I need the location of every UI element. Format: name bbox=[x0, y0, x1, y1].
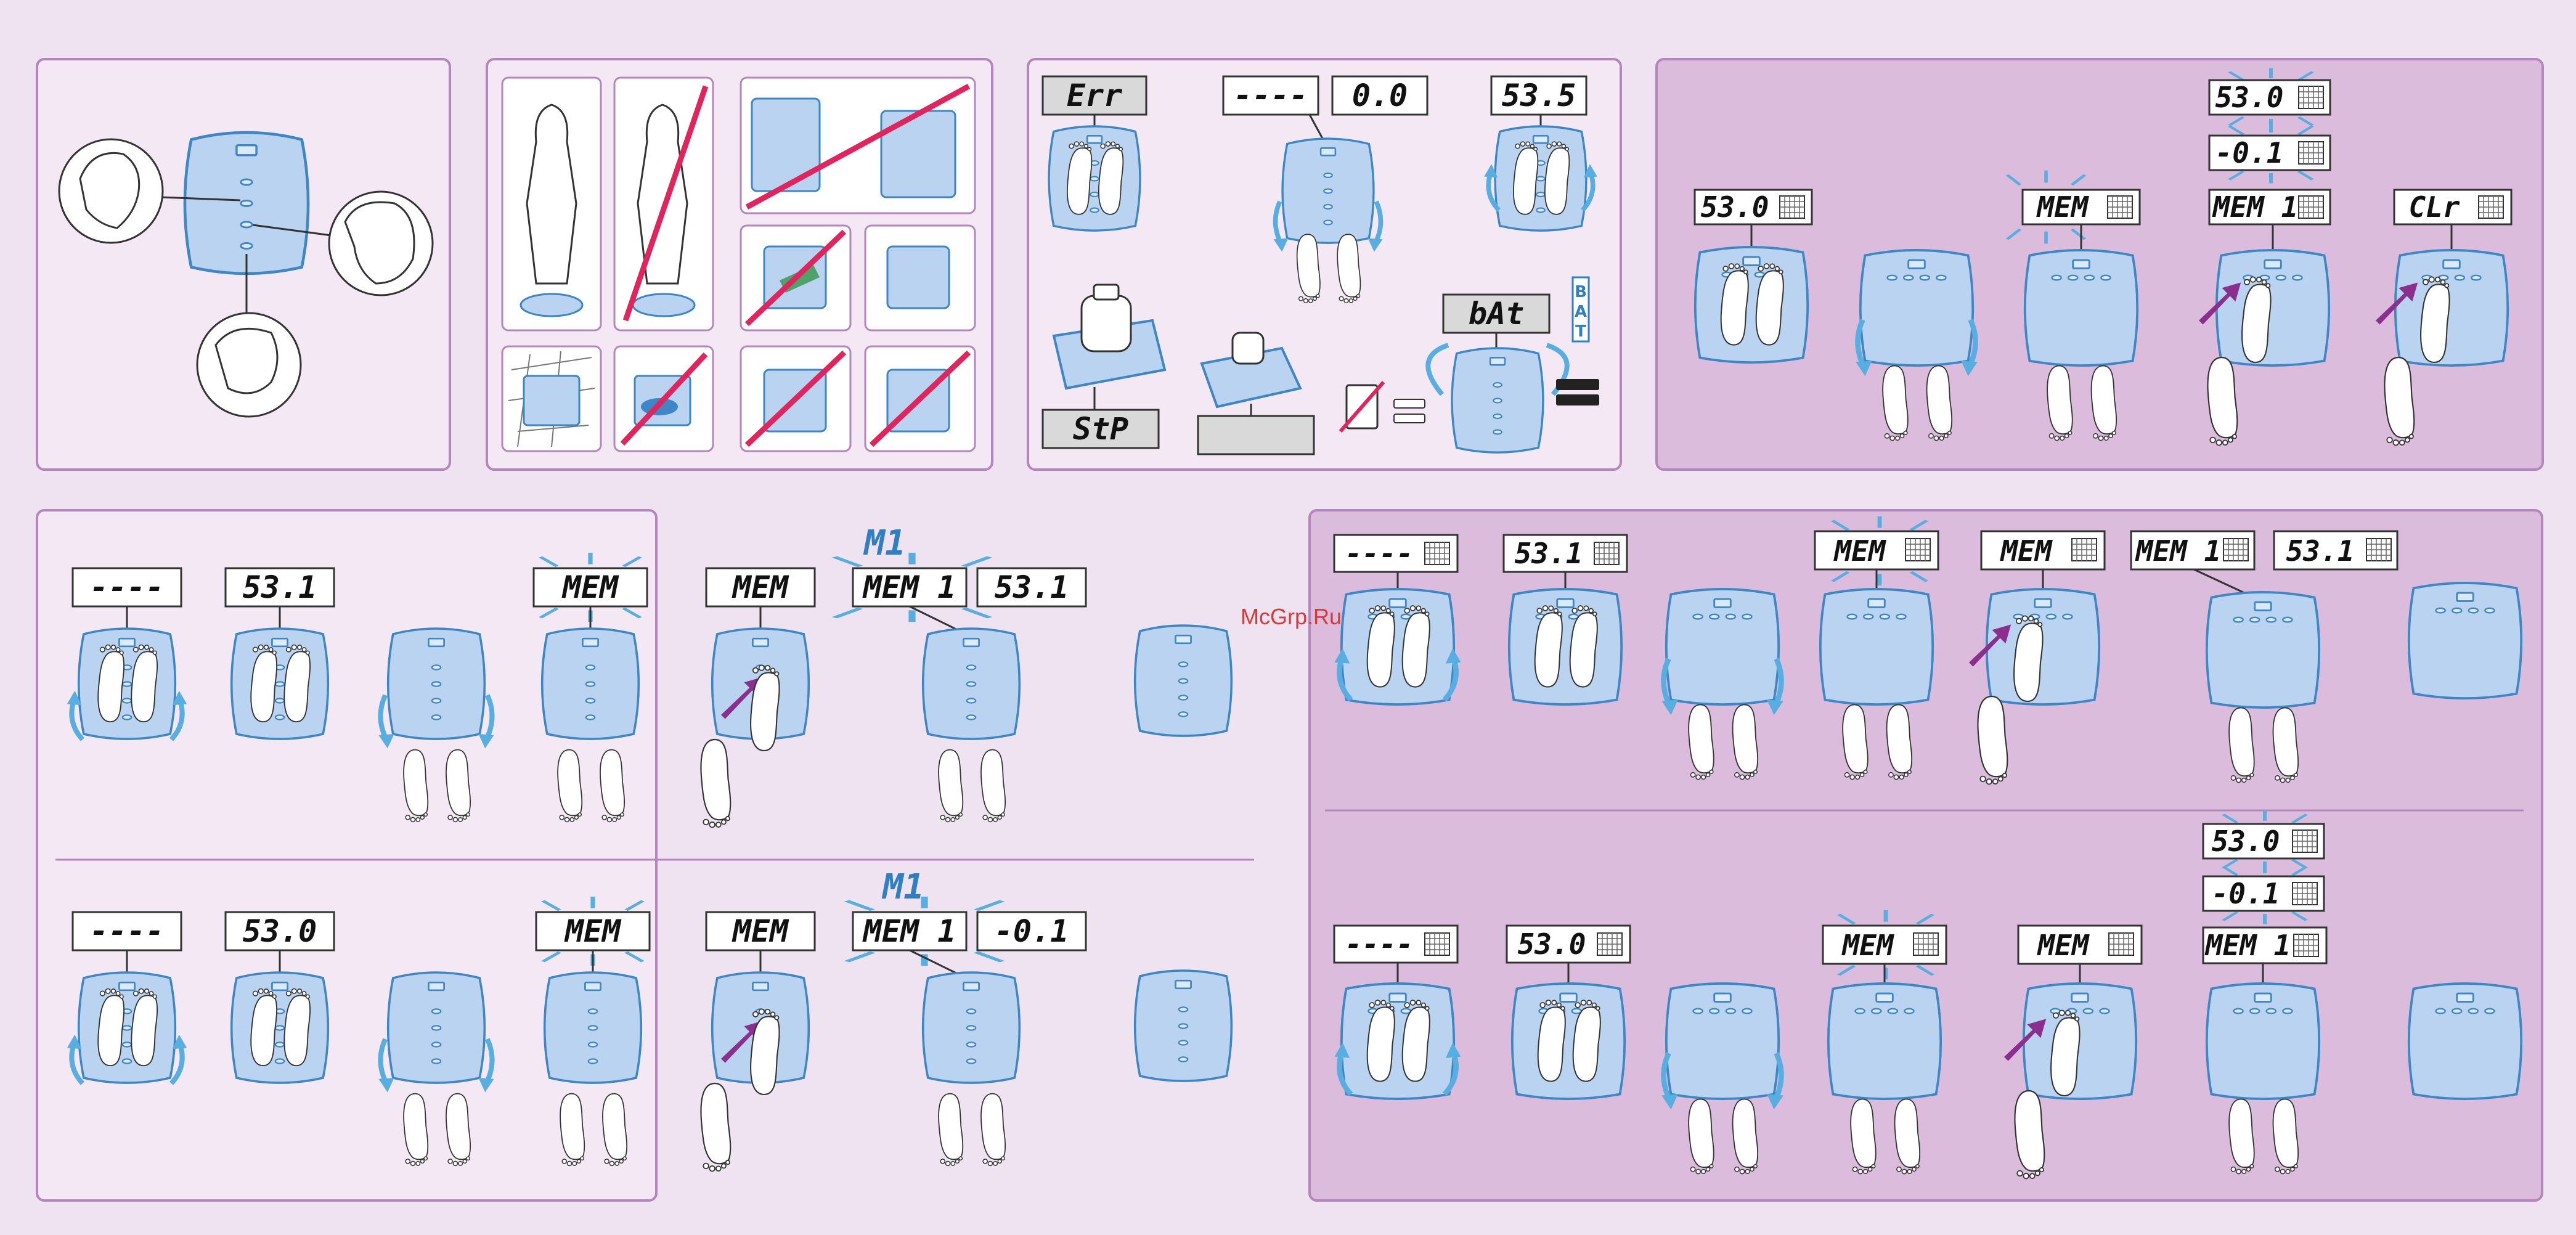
battery-letter: T bbox=[1575, 322, 1586, 341]
lcd-text: 53.1 bbox=[995, 569, 1069, 605]
lcd-text: 53.0 bbox=[2215, 81, 2284, 114]
panel-manual-memory bbox=[37, 510, 1254, 1200]
panel-memory-clear: 53.0 MEM 53.0 -0.1 bbox=[1657, 59, 2543, 470]
lcd-display: bAt bbox=[1443, 295, 1549, 333]
lcd-display: ---- bbox=[73, 912, 181, 950]
stack-no-icon bbox=[741, 78, 975, 213]
woman-standing-icon bbox=[502, 78, 601, 330]
lcd-text: 53.0 bbox=[2212, 825, 2280, 858]
lcd-display: 53.0 bbox=[1507, 926, 1630, 963]
lcd-display: ---- bbox=[1223, 76, 1318, 115]
lcd-text: MEM bbox=[732, 569, 789, 605]
lcd-text: -0.1 bbox=[995, 913, 1069, 949]
lcd-display: CLr bbox=[2394, 190, 2511, 224]
woman-wet-no-icon bbox=[614, 78, 713, 330]
lcd-text: MEM 1 bbox=[2135, 534, 2221, 568]
lcd-display: 53.1 bbox=[2274, 531, 2397, 569]
lcd-text: 53.0 bbox=[1701, 190, 1769, 224]
lcd-text: MEM bbox=[561, 569, 619, 605]
lcd-display-blank bbox=[1198, 416, 1314, 454]
lcd-text: MEM 1 bbox=[862, 913, 956, 949]
lcd-text: 53.1 bbox=[243, 569, 317, 605]
battery-letter: B bbox=[1575, 283, 1587, 301]
child-face-icon bbox=[197, 313, 301, 417]
water-no-icon bbox=[614, 346, 975, 451]
watermark: McGrp.Ru bbox=[1241, 604, 1342, 629]
lcd-text: MEM bbox=[2036, 190, 2089, 224]
man-face-icon bbox=[59, 139, 163, 243]
lcd-text: MEM 1 bbox=[2204, 929, 2291, 962]
lcd-display: MEM bbox=[706, 912, 815, 950]
lcd-display: 53.5 bbox=[1491, 76, 1586, 115]
panel-user-detection bbox=[37, 59, 450, 470]
lcd-display: MEM 1 bbox=[2131, 531, 2254, 569]
lcd-text: bAt bbox=[1469, 296, 1524, 332]
lcd-text: MEM bbox=[1841, 929, 1894, 962]
lcd-text: ---- bbox=[1345, 537, 1414, 570]
memory-label: M1 bbox=[881, 867, 924, 907]
lcd-text: ---- bbox=[1234, 78, 1308, 113]
lcd-text: MEM bbox=[2036, 929, 2089, 962]
lcd-text: CLr bbox=[2408, 190, 2460, 224]
lcd-text: MEM bbox=[1999, 534, 2052, 568]
lcd-display: Err bbox=[1043, 76, 1146, 115]
lcd-text: ---- bbox=[90, 913, 164, 949]
lcd-display: MEM bbox=[1981, 531, 2105, 569]
lcd-display: 53.1 bbox=[1504, 535, 1627, 572]
lcd-text: MEM 1 bbox=[2212, 190, 2298, 224]
panel-initial-operation: Err ---- 0.0 53.5 StP bbox=[1028, 59, 1621, 470]
lcd-display: ---- bbox=[73, 568, 181, 606]
memory-label: M1 bbox=[863, 523, 905, 563]
lcd-text: MEM 1 bbox=[862, 569, 956, 605]
lcd-text: MEM bbox=[732, 913, 789, 949]
lcd-text: 0.0 bbox=[1352, 78, 1408, 113]
lcd-display: MEM 1 bbox=[2209, 190, 2330, 224]
lcd-text: 53.1 bbox=[2286, 534, 2355, 568]
lcd-display: 0.0 bbox=[1332, 76, 1427, 115]
lcd-display: ---- bbox=[1334, 926, 1457, 963]
tile-floor-icon bbox=[502, 346, 601, 451]
lcd-text: Err bbox=[1067, 78, 1122, 113]
battery-label: B A T bbox=[1573, 277, 1589, 341]
panel-safety-warnings bbox=[487, 59, 992, 470]
lcd-text: 53.0 bbox=[243, 913, 317, 949]
lcd-text: 53.1 bbox=[1515, 537, 1583, 570]
lcd-display: MEM bbox=[2018, 926, 2142, 964]
lcd-display: 53.1 bbox=[226, 568, 334, 606]
lcd-text: MEM bbox=[564, 913, 622, 949]
lcd-display: 53.0 bbox=[226, 912, 334, 950]
lcd-text: 53.0 bbox=[1518, 927, 1586, 961]
lcd-text: -0.1 bbox=[2212, 877, 2280, 910]
lcd-display: 53.0 bbox=[1695, 190, 1812, 224]
panel5-row1-cont: MEM M1 MEM 1 53.1 bbox=[701, 523, 1231, 828]
lcd-text: StP bbox=[1073, 411, 1128, 447]
lcd-display: MEM 1 bbox=[2203, 927, 2326, 963]
woman-face-icon bbox=[329, 192, 433, 295]
lcd-text: ---- bbox=[1345, 927, 1414, 961]
lcd-text: 53.5 bbox=[1502, 78, 1576, 113]
lcd-display: StP bbox=[1043, 410, 1159, 448]
lcd-display: MEM bbox=[706, 568, 815, 606]
lcd-text: -0.1 bbox=[2215, 136, 2284, 169]
lcd-display: ---- bbox=[1334, 535, 1457, 572]
battery-letter: A bbox=[1575, 303, 1587, 321]
lcd-text: MEM bbox=[1833, 534, 1886, 568]
lcd-text: ---- bbox=[90, 569, 164, 605]
